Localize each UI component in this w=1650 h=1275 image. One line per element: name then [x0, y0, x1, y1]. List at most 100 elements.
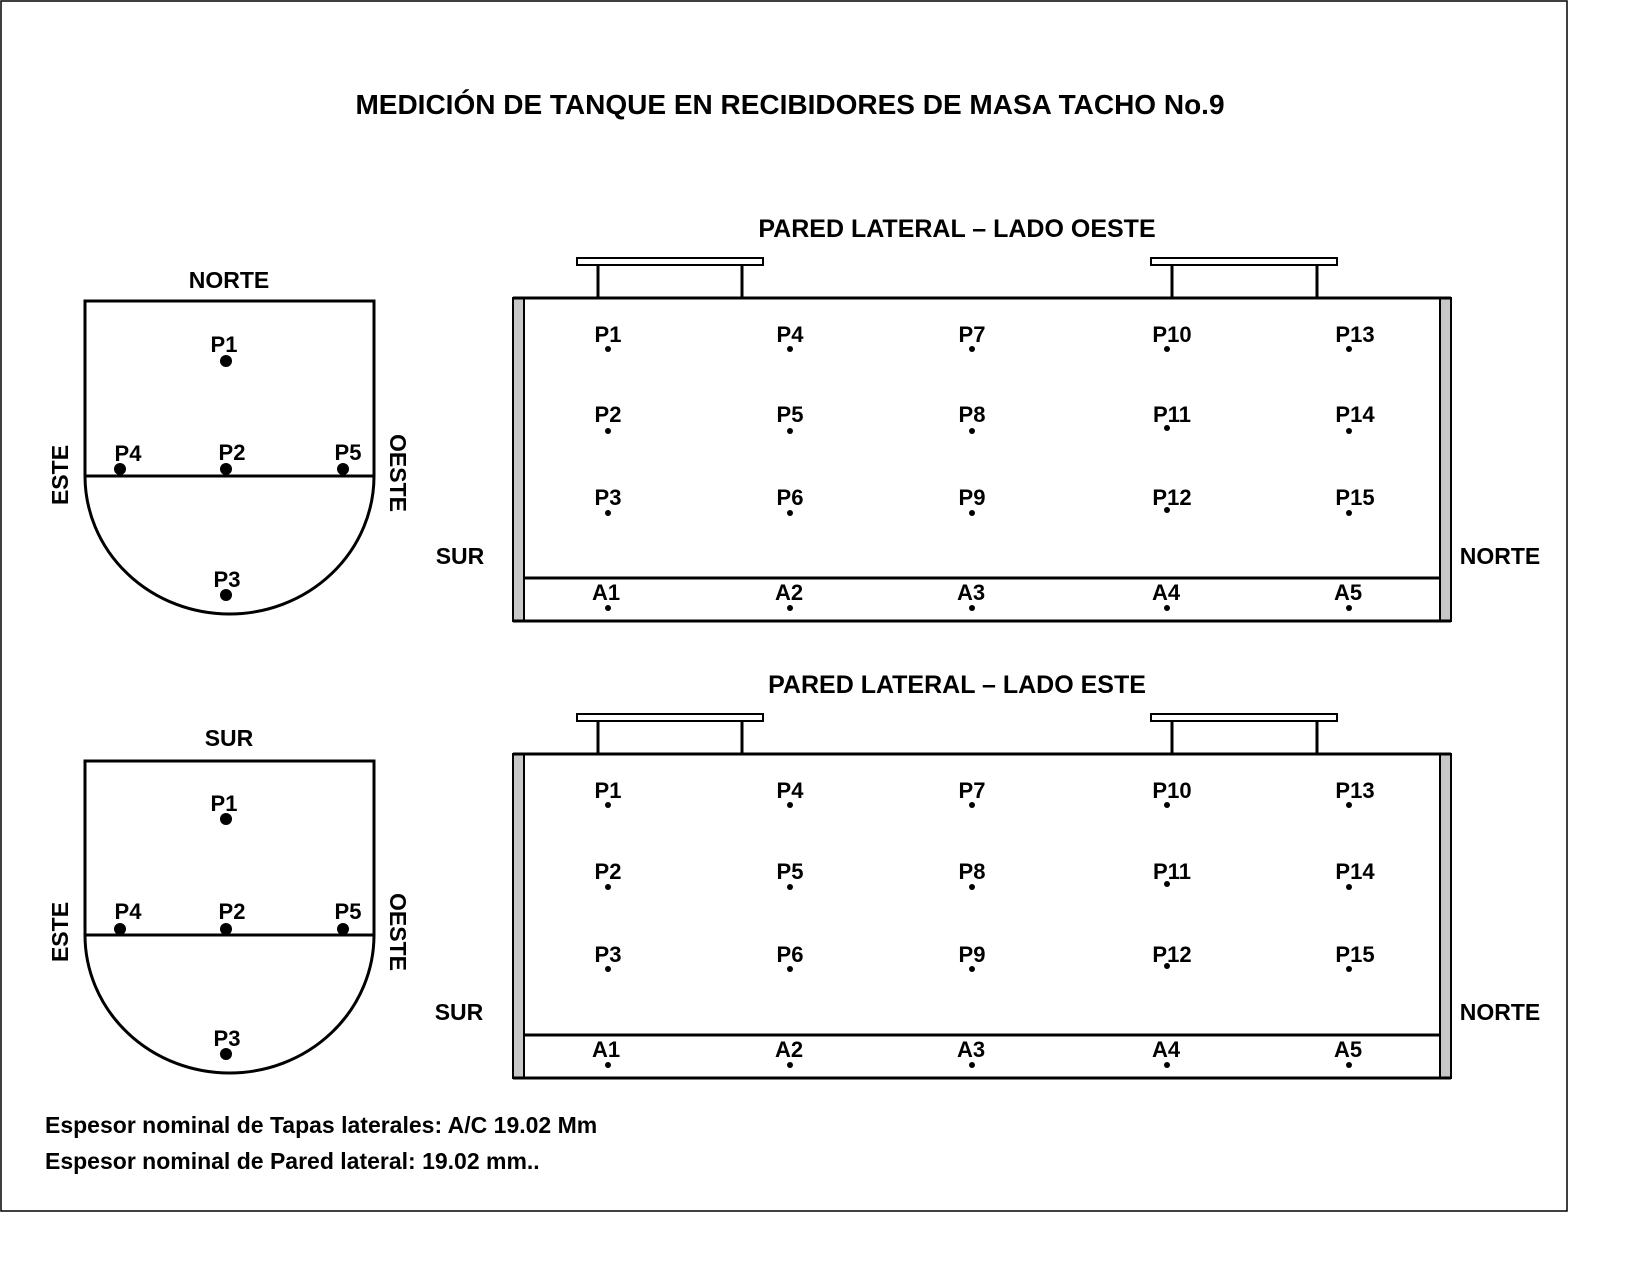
bottom-point-marker — [605, 1062, 611, 1068]
wall-point-marker — [1346, 510, 1352, 516]
end-cap-2-point-label: P3 — [214, 1026, 241, 1051]
bottom-point-marker — [1346, 1062, 1352, 1068]
note-end-cap-thickness: Espesor nominal de Tapas laterales: A/C … — [45, 1112, 597, 1138]
bottom-point-label: A4 — [1152, 580, 1181, 605]
wall-point-marker — [605, 884, 611, 890]
end-cap-2-point-marker — [220, 813, 232, 825]
wall-point-label: P3 — [595, 485, 622, 510]
wall-point-label: P1 — [595, 322, 622, 347]
wall-point-label: P9 — [959, 942, 986, 967]
end-cap-2-point-label: P5 — [335, 899, 362, 924]
bottom-point-marker — [969, 605, 975, 611]
end-cap-1-left-label: ESTE — [47, 445, 73, 505]
wall-point-marker — [787, 346, 793, 352]
wall-point-marker — [969, 966, 975, 972]
side-wall-oeste-right-end — [1439, 297, 1452, 622]
side-wall-este-top-fixture — [1150, 713, 1338, 722]
side-wall-oeste-left-end — [512, 297, 525, 622]
wall-point-marker — [1164, 346, 1170, 352]
bottom-point-label: A4 — [1152, 1037, 1181, 1062]
wall-point-label: P11 — [1153, 402, 1191, 427]
end-cap-1-point-label: P1 — [211, 332, 238, 357]
end-cap-1-point-label: P2 — [219, 440, 246, 465]
wall-point-label: P2 — [595, 859, 622, 884]
end-cap-2-left-label: ESTE — [47, 902, 73, 962]
wall-point-marker — [969, 884, 975, 890]
wall-point-label: P7 — [959, 322, 986, 347]
bottom-point-label: A3 — [957, 1037, 985, 1062]
side-wall-este-left-label: SUR — [435, 999, 484, 1025]
wall-point-marker — [1346, 428, 1352, 434]
bottom-point-label: A2 — [775, 1037, 803, 1062]
side-wall-este-title: PARED LATERAL – LADO ESTE — [768, 671, 1146, 699]
end-cap-1-point-label: P4 — [115, 441, 143, 466]
wall-point-marker — [969, 802, 975, 808]
end-cap-1-point-marker — [220, 355, 232, 367]
end-cap-2-top-label: SUR — [205, 725, 254, 751]
end-cap-1-top-label: NORTE — [189, 267, 270, 293]
end-cap-2-point-marker — [220, 923, 232, 935]
end-cap-1-point-marker — [337, 463, 349, 475]
bottom-point-label: A1 — [592, 580, 620, 605]
bottom-point-marker — [1346, 605, 1352, 611]
end-cap-2-outline — [83, 759, 376, 1075]
bottom-point-marker — [787, 605, 793, 611]
wall-point-marker — [969, 428, 975, 434]
end-cap-2-point-label: P2 — [219, 899, 246, 924]
wall-point-marker — [1164, 507, 1170, 513]
side-wall-este-top-fixture — [576, 713, 764, 722]
wall-point-label: P11 — [1153, 859, 1191, 884]
wall-point-marker — [787, 802, 793, 808]
bottom-point-marker — [787, 1062, 793, 1068]
wall-point-marker — [787, 884, 793, 890]
end-cap-2-right-label: OESTE — [385, 893, 411, 971]
wall-point-marker — [1164, 881, 1170, 887]
bottom-point-label: A1 — [592, 1037, 620, 1062]
wall-point-marker — [969, 346, 975, 352]
wall-point-label: P7 — [959, 778, 986, 803]
wall-point-label: P8 — [959, 859, 986, 884]
wall-point-marker — [605, 966, 611, 972]
wall-point-label: P10 — [1152, 778, 1191, 803]
end-cap-2-point-label: P4 — [115, 899, 143, 924]
bottom-point-label: A5 — [1334, 1037, 1362, 1062]
wall-point-label: P9 — [959, 485, 986, 510]
end-cap-1-point-label: P3 — [214, 567, 241, 592]
page-frame — [0, 0, 1568, 1212]
bottom-point-marker — [1164, 605, 1170, 611]
wall-point-label: P6 — [777, 485, 804, 510]
bottom-point-label: A3 — [957, 580, 985, 605]
wall-point-label: P1 — [595, 778, 622, 803]
side-wall-oeste-top-fixture — [576, 257, 764, 266]
bottom-point-label: A2 — [775, 580, 803, 605]
wall-point-label: P5 — [777, 402, 804, 427]
wall-point-label: P6 — [777, 942, 804, 967]
wall-point-label: P3 — [595, 942, 622, 967]
side-wall-oeste: PARED LATERAL – LADO OESTE SUR NORTE P1 … — [436, 215, 1540, 623]
side-wall-este-right-end — [1439, 753, 1452, 1079]
end-cap-2-point-marker — [114, 923, 126, 935]
wall-point-marker — [1346, 802, 1352, 808]
wall-point-marker — [1164, 425, 1170, 431]
end-cap-1-right-label: OESTE — [385, 434, 411, 512]
end-cap-2-point-label: P1 — [211, 791, 238, 816]
wall-point-label: P4 — [777, 778, 805, 803]
bottom-point-marker — [605, 605, 611, 611]
end-cap-2: SUR ESTE OESTE P1 P2 P3 P4 P5 — [47, 725, 411, 1075]
wall-point-label: P8 — [959, 402, 986, 427]
wall-point-marker — [1346, 966, 1352, 972]
diagram-page: MEDICIÓN DE TANQUE EN RECIBIDORES DE MAS… — [0, 0, 1568, 1212]
wall-point-label: P14 — [1335, 402, 1375, 427]
end-cap-1: NORTE ESTE OESTE P1 P2 P3 P4 P5 — [47, 267, 411, 616]
end-cap-1-point-marker — [220, 463, 232, 475]
wall-point-marker — [969, 510, 975, 516]
wall-point-label: P4 — [777, 322, 805, 347]
side-wall-oeste-top-fixture — [1150, 257, 1338, 266]
wall-point-marker — [605, 510, 611, 516]
end-cap-2-point-marker — [220, 1048, 232, 1060]
wall-point-label: P13 — [1335, 778, 1374, 803]
bottom-point-marker — [1164, 1062, 1170, 1068]
wall-point-marker — [605, 428, 611, 434]
bottom-point-marker — [969, 1062, 975, 1068]
wall-point-marker — [1164, 963, 1170, 969]
